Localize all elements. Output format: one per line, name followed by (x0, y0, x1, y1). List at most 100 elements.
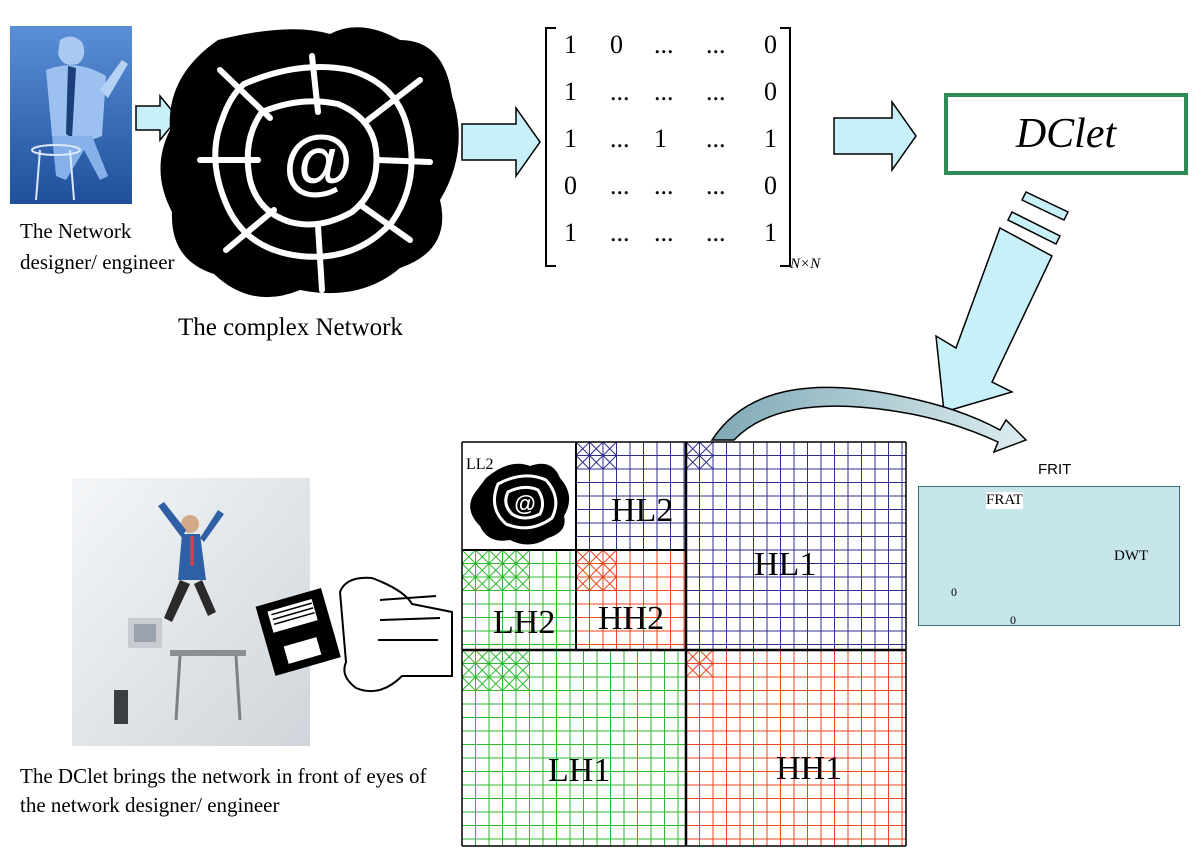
lh1-cross (515, 663, 530, 678)
lh1-cross (461, 649, 476, 664)
lh2-cross (515, 563, 530, 578)
network-caption: The complex Network (178, 314, 403, 341)
lh1-cross (488, 676, 503, 691)
lh2-cross (461, 563, 476, 578)
lh2-cross (488, 549, 503, 564)
lh2-cross (475, 563, 490, 578)
lh1-cross (461, 663, 476, 678)
svg-text:@: @ (514, 491, 535, 516)
hl2-cross (589, 441, 604, 456)
matrix-cell: 1 (654, 124, 667, 153)
matrix-cell: ... (706, 218, 726, 247)
lh2-cross (461, 576, 476, 591)
lh1-cross (475, 676, 490, 691)
lh1-cross (502, 663, 517, 678)
matrix-cell: 1 (564, 218, 577, 247)
lh1-cross (515, 649, 530, 664)
matrix-cell: ... (706, 30, 726, 59)
lh2-cross (515, 576, 530, 591)
matrix-cell: ... (706, 171, 726, 200)
matrix-cell: 0 (564, 171, 577, 200)
hh1-cross (699, 649, 714, 664)
hh2-cross (602, 576, 617, 591)
hh1-cross (685, 649, 700, 664)
hl2-cross (602, 441, 617, 456)
matrix-cell: ... (610, 218, 630, 247)
hl1-cross (699, 455, 714, 470)
frat-label: FRAT (986, 492, 1023, 509)
matrix-cell: ... (706, 77, 726, 106)
hh2-cross (602, 549, 617, 564)
lh1-cross (475, 649, 490, 664)
hh2-label: HH2 (598, 600, 665, 637)
matrix-cell: 1 (564, 124, 577, 153)
matrix-cell: 0 (764, 30, 777, 59)
hh1-cross (699, 663, 714, 678)
lh1-cross (488, 663, 503, 678)
designer-caption: The Network designer/ engineer (20, 219, 175, 274)
matrix-cell: ... (706, 124, 726, 153)
frit-panel (918, 486, 1180, 626)
lh2-cross (515, 549, 530, 564)
lh1-cross (475, 663, 490, 678)
hl1-cross (699, 441, 714, 456)
lh2-cross (502, 563, 517, 578)
hh1-label: HH1 (776, 750, 843, 787)
lh2-cross (502, 549, 517, 564)
hh1-cross (685, 663, 700, 678)
matrix-cell: ... (654, 77, 674, 106)
matrix-cell: 1 (764, 218, 777, 247)
lh2-cross (488, 563, 503, 578)
dclet-box: DClet (944, 93, 1188, 175)
complex-network-icon: @ (160, 27, 459, 298)
arrow-designer-to-network (135, 93, 179, 143)
network-at-symbol: @ (283, 122, 353, 202)
arrow-network-to-matrix (461, 105, 541, 179)
frit-title: FRIT (1038, 461, 1072, 478)
frat-zero-y: 0 (951, 585, 957, 599)
hh2-cross (575, 549, 590, 564)
matrix-cell: ... (610, 124, 630, 153)
hh2-cross (589, 549, 604, 564)
matrix-right-bracket (780, 27, 791, 267)
matrix-cell: 1 (564, 77, 577, 106)
matrix-subscript: N×N (790, 256, 821, 272)
matrix-cell: ... (610, 171, 630, 200)
lh1-cross (502, 676, 517, 691)
final-caption: The DClet brings the network in front of… (20, 764, 427, 817)
hand-holding-disk-icon (255, 576, 453, 692)
subband-grid (461, 441, 907, 847)
matrix-cell: 0 (764, 171, 777, 200)
matrix-left-bracket (545, 27, 556, 267)
hl1-cross (685, 441, 700, 456)
lh2-cross (461, 549, 476, 564)
adjacency-matrix (545, 27, 791, 267)
matrix-cell: ... (654, 171, 674, 200)
hl2-cross (589, 455, 604, 470)
hl1-cross (685, 455, 700, 470)
arrow-matrix-to-dclet (833, 99, 917, 173)
hl1-label: HL1 (754, 546, 817, 583)
matrix-cell: 1 (564, 30, 577, 59)
hh2-cross (602, 563, 617, 578)
hl2-label: HL2 (611, 492, 674, 529)
hh2-cross (575, 576, 590, 591)
network-designer-image (10, 26, 132, 204)
ll2-label: LL2 (466, 456, 494, 473)
lh1-cross (502, 649, 517, 664)
matrix-cell: ... (654, 30, 674, 59)
arrow-dclet-to-transform (935, 191, 1070, 413)
lh2-cross (475, 576, 490, 591)
matrix-cell: 0 (610, 30, 623, 59)
lh2-label: LH2 (493, 604, 556, 641)
lh1-cross (461, 676, 476, 691)
matrix-cell: ... (654, 218, 674, 247)
arrow-grid-to-frit (710, 386, 1028, 454)
ll2-network-icon: @ (470, 463, 570, 545)
lh1-cross (515, 676, 530, 691)
matrix-cell: 1 (764, 124, 777, 153)
frat-zero-x: 0 (1010, 613, 1016, 627)
dwt-label: DWT (1114, 548, 1149, 564)
lh1-label: LH1 (548, 752, 611, 789)
